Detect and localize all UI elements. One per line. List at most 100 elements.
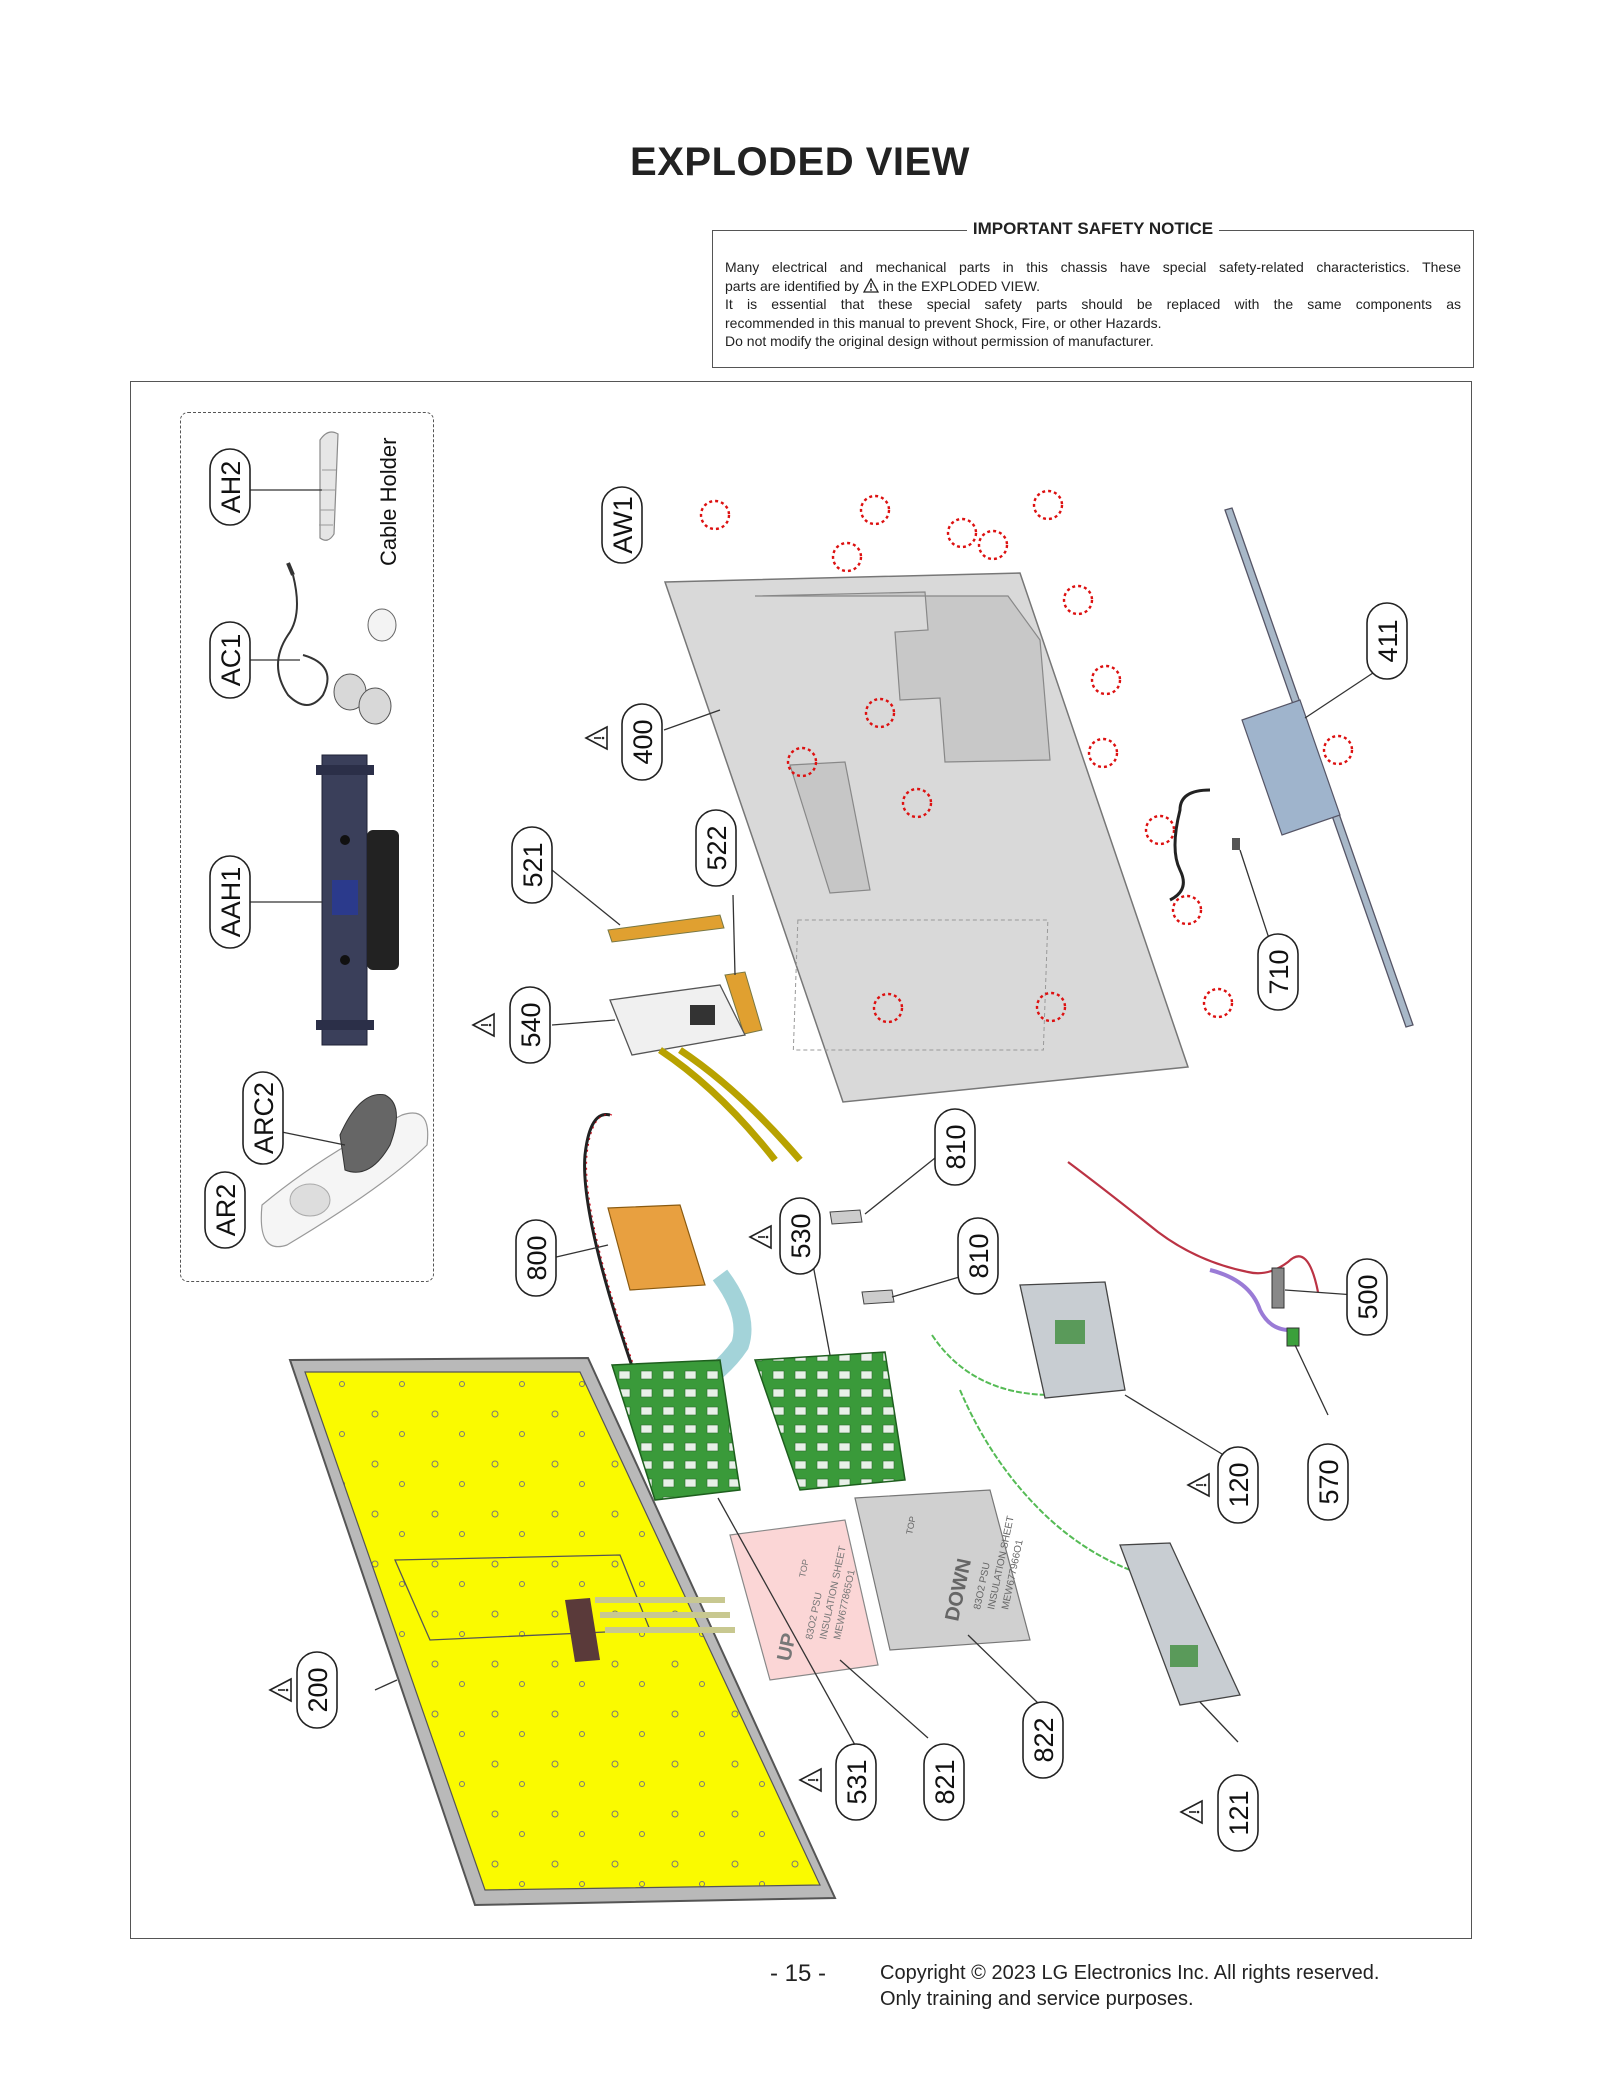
callout-521: 521 bbox=[511, 826, 553, 904]
callout-521-label: 521 bbox=[518, 842, 548, 887]
callout-800: 800 bbox=[515, 1219, 557, 1297]
copyright-line-1: Copyright © 2023 LG Electronics Inc. All… bbox=[880, 1962, 1380, 1984]
callout-ar2-label: AR2 bbox=[211, 1184, 241, 1237]
callout-710-label: 710 bbox=[1264, 949, 1294, 994]
callout-ar2: AR2 bbox=[204, 1171, 246, 1249]
callout-121-label: 121 bbox=[1224, 1790, 1254, 1835]
board-522-illustration bbox=[724, 971, 763, 1035]
callout-810-top: 810 bbox=[934, 1108, 976, 1186]
callout-400-label: 400 bbox=[628, 719, 658, 764]
notice-line-3: It is essential that these special safet… bbox=[725, 296, 1461, 312]
callout-800-label: 800 bbox=[522, 1235, 552, 1280]
board-531-illustration bbox=[610, 1359, 741, 1501]
safety-warning-icons bbox=[268, 725, 1210, 1825]
callout-810-bottom-label: 810 bbox=[964, 1233, 994, 1278]
safety-notice-text: Many electrical and mechanical parts in … bbox=[725, 258, 1461, 351]
leader-lines bbox=[374, 664, 1386, 1746]
green-wire-illustration bbox=[931, 1334, 1131, 1571]
notice-line-1: Many electrical and mechanical parts in … bbox=[725, 259, 1461, 275]
board-521-illustration bbox=[607, 914, 725, 943]
callout-500-label: 500 bbox=[1353, 1274, 1383, 1319]
earphone-cable-illustration bbox=[277, 562, 397, 725]
warning-triangle-icon-400 bbox=[584, 725, 608, 751]
board-120-illustration bbox=[1019, 1281, 1126, 1399]
part-810-bottom-illustration bbox=[861, 1289, 895, 1305]
callout-522: 522 bbox=[695, 809, 737, 887]
cable-holder-illustration bbox=[319, 431, 339, 541]
shield-plate-800-illustration bbox=[583, 1113, 706, 1376]
callout-570: 570 bbox=[1307, 1443, 1349, 1521]
warning-marks bbox=[285, 736, 1207, 1814]
diagram-frame bbox=[130, 381, 1472, 1939]
callout-540-label: 540 bbox=[516, 1002, 546, 1047]
accessories-box bbox=[180, 412, 434, 1282]
callout-ah2-label: AH2 bbox=[216, 461, 246, 514]
callout-aah1: AAH1 bbox=[209, 855, 251, 949]
callout-411: 411 bbox=[1366, 602, 1408, 680]
part-810-top-illustration bbox=[829, 1209, 863, 1225]
callout-ac1-label: AC1 bbox=[216, 634, 246, 687]
pink-sheet-top-text: TOP bbox=[797, 1558, 811, 1578]
board-121-illustration bbox=[1119, 1542, 1241, 1706]
safety-notice-heading: IMPORTANT SAFETY NOTICE bbox=[966, 219, 1220, 238]
callout-531: 531 bbox=[835, 1743, 877, 1821]
callout-200: 200 bbox=[296, 1651, 338, 1729]
callout-120-label: 120 bbox=[1224, 1462, 1254, 1507]
cable-holder-label: Cable Holder bbox=[376, 438, 401, 566]
callout-200-label: 200 bbox=[303, 1667, 333, 1712]
stand-bracket-illustration bbox=[1169, 507, 1414, 1028]
callout-500: 500 bbox=[1346, 1258, 1388, 1336]
callout-810-top-label: 810 bbox=[941, 1124, 971, 1169]
psu-board-530-illustration bbox=[753, 1351, 906, 1491]
warning-triangle-icon-530 bbox=[748, 1224, 772, 1250]
notice-line-4: recommended in this manual to prevent Sh… bbox=[725, 314, 1162, 331]
callout-530-label: 530 bbox=[786, 1213, 816, 1258]
callout-ah2: AH2 bbox=[209, 448, 251, 526]
wall-mount-bracket-illustration bbox=[316, 754, 399, 1046]
callout-821-label: 821 bbox=[930, 1759, 960, 1804]
callout-530: 530 bbox=[779, 1197, 821, 1275]
callout-arc2: ARC2 bbox=[242, 1071, 284, 1165]
callout-810-bottom: 810 bbox=[957, 1217, 999, 1295]
callout-411-label: 411 bbox=[1373, 619, 1403, 662]
callout-822: 822 bbox=[1022, 1701, 1064, 1779]
warning-triangle-icon-540 bbox=[471, 1012, 495, 1038]
display-panel-200-illustration bbox=[288, 1356, 837, 1907]
callout-522-label: 522 bbox=[702, 825, 732, 870]
warning-triangle-icon bbox=[862, 277, 879, 293]
callout-aw1-label: AW1 bbox=[608, 496, 638, 554]
page-title: EXPLODED VIEW bbox=[630, 140, 970, 184]
back-cover-illustration bbox=[663, 572, 1190, 1103]
warning-triangle-icon-121 bbox=[1179, 1799, 1203, 1825]
callout-400: 400 bbox=[621, 703, 663, 781]
callout-821: 821 bbox=[923, 1743, 965, 1821]
callout-aah1-label: AAH1 bbox=[216, 867, 246, 938]
insulation-sheet-821-illustration: UP TOP 83O2 PSU INSULATION SHEET MEW6778… bbox=[729, 1519, 879, 1681]
safety-notice-box: IMPORTANT SAFETY NOTICE Many electrical … bbox=[712, 219, 1474, 368]
callout-822-label: 822 bbox=[1029, 1717, 1059, 1762]
callout-ac1: AC1 bbox=[209, 621, 251, 699]
callout-531-label: 531 bbox=[842, 1759, 872, 1804]
warning-triangle-icon-200 bbox=[268, 1677, 292, 1703]
remote-battery-cover-illustration bbox=[339, 1094, 397, 1173]
callout-540: 540 bbox=[509, 986, 551, 1064]
insulation-sheet-822-illustration: DOWN TOP 83O2 PSU INSULATION SHEET MEW67… bbox=[854, 1489, 1031, 1651]
cable-500-illustration bbox=[1067, 1161, 1320, 1347]
page-number: - 15 - bbox=[770, 1960, 827, 1987]
warning-triangle-icon-531 bbox=[798, 1767, 822, 1793]
callout-aw1: AW1 bbox=[601, 486, 643, 564]
board-540-illustration bbox=[609, 984, 803, 1163]
callout-arc2-label: ARC2 bbox=[249, 1082, 279, 1154]
grey-sheet-top-text: TOP bbox=[904, 1515, 918, 1535]
notice-line-5: Do not modify the original design withou… bbox=[725, 333, 1154, 349]
callout-710: 710 bbox=[1257, 933, 1299, 1011]
copyright-notice: Copyright © 2023 LG Electronics Inc. All… bbox=[880, 1960, 1379, 2012]
callout-570-label: 570 bbox=[1314, 1459, 1344, 1504]
copyright-line-2: Only training and service purposes. bbox=[880, 1988, 1194, 2010]
screw-markers bbox=[699, 489, 1354, 1024]
callout-121: 121 bbox=[1217, 1774, 1259, 1852]
callout-120: 120 bbox=[1217, 1446, 1259, 1524]
